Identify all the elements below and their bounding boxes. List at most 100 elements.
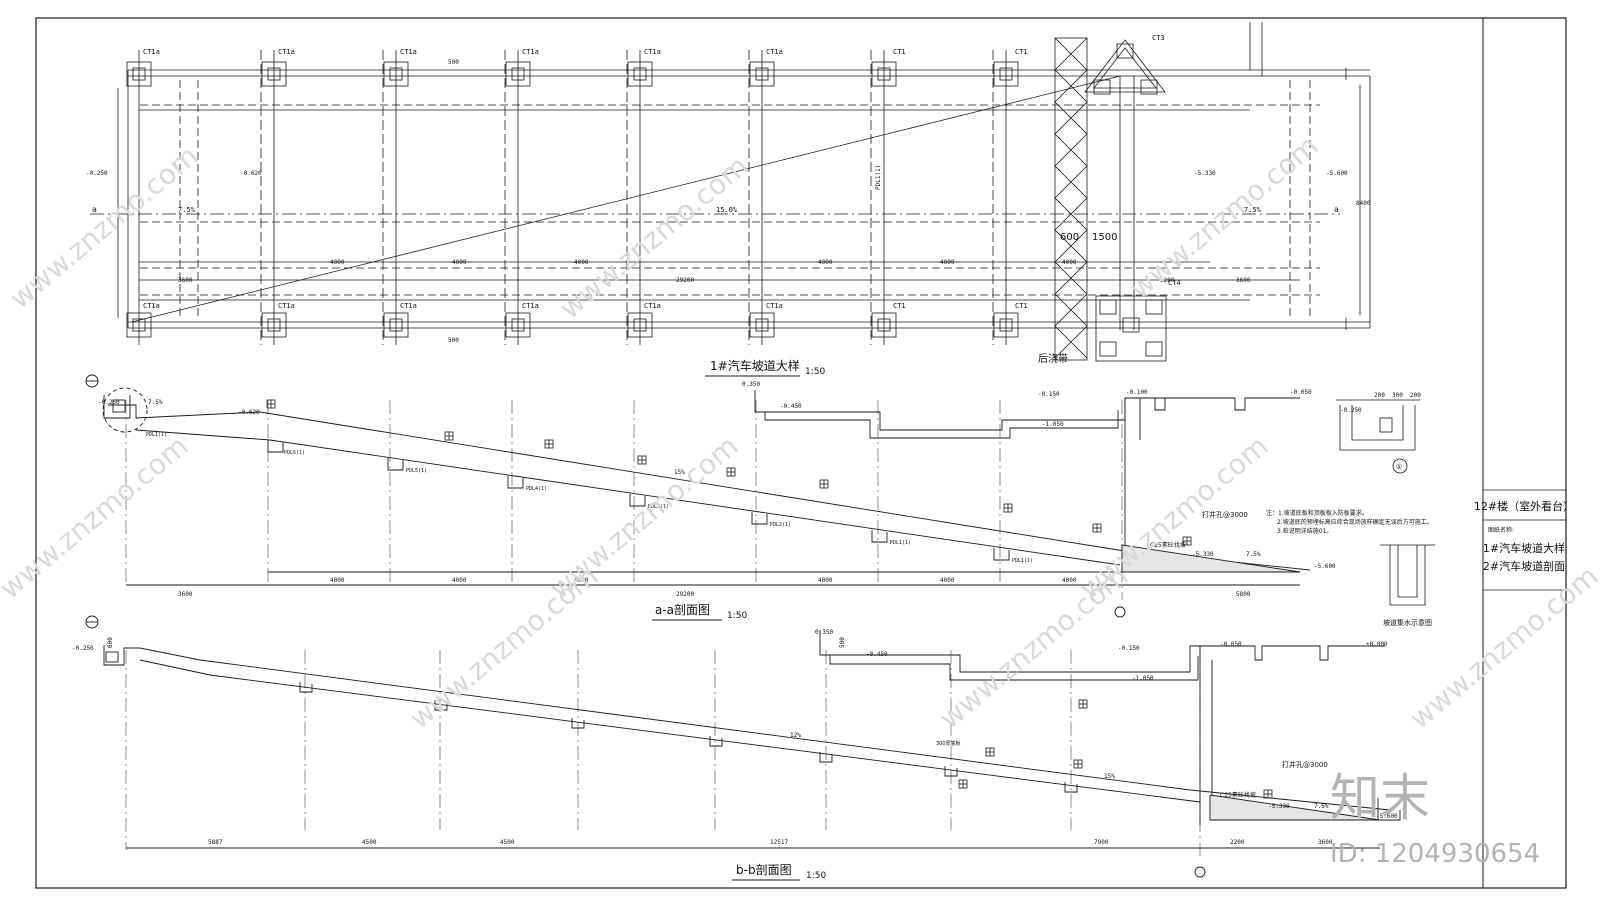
dim-label: 4000 [818, 577, 833, 584]
section-b-profile [85, 615, 1401, 878]
dim-label: 4000 [1062, 577, 1077, 584]
elev-label: -5.600 [1314, 563, 1336, 570]
dim-label: 5800 [1236, 591, 1251, 598]
plan-view [90, 22, 1371, 362]
section-b-scale: 1:50 [806, 871, 826, 881]
sump-caption: 坡道集水示意图 [1383, 618, 1432, 627]
watermark-site: www.znzmo.com [553, 149, 754, 325]
plan-title: 1#汽车坡道大样 [710, 358, 800, 373]
beam-label: PDL3(1) [648, 504, 669, 510]
cap-label: CT1a [143, 48, 160, 56]
cap-label: CT1a [644, 302, 661, 310]
end-dim-right: 3600 [1236, 277, 1251, 284]
section-a-pile-markers [266, 399, 1192, 546]
slope-label: 7.5% [148, 399, 163, 406]
elev-label: 0.350 [742, 381, 760, 388]
slope-label: 7.5% [1314, 803, 1329, 810]
plan-scale: 1:50 [805, 367, 825, 377]
sump-detail [1380, 544, 1435, 606]
dim-label: 5887 [208, 839, 223, 846]
elev-label: -1.050 [1042, 421, 1064, 428]
beam-label: PDL1(1) [890, 540, 911, 546]
slope-label: 15% [1104, 773, 1115, 780]
dim-label: 4500 [362, 839, 377, 846]
cap-label: CT1a [522, 302, 539, 310]
concrete-label: C25素砼找坡 [1220, 791, 1256, 799]
dim-label: 3600 [1318, 839, 1333, 846]
note-3: 3.桩说明详结施01。 [1277, 527, 1332, 535]
axis-a-right: a [1334, 205, 1339, 214]
elev-label: -0.050 [1290, 389, 1312, 396]
bay-dim: 4000 [818, 259, 833, 266]
dim-label: 4000 [574, 577, 589, 584]
section-b-title: b-b剖面图 [736, 863, 792, 877]
dim-label: 4000 [452, 577, 467, 584]
project-name: 12#楼（室外看台） [1474, 499, 1574, 513]
elev-end: -5.600 [1326, 170, 1348, 177]
section-a-scale: 1:50 [727, 611, 747, 621]
cap-label: CT1a [644, 48, 661, 56]
watermark-site: www.znzmo.com [0, 429, 194, 605]
dim-8400: 8400 [1356, 200, 1371, 207]
dim-label: 4000 [940, 577, 955, 584]
dim-label: 12517 [770, 839, 788, 846]
cap-label: CT1a [766, 302, 783, 310]
note-2: 2.坡道底的预埋标高应综合现场放样确定无误后方可施工。 [1277, 518, 1433, 526]
post-pour-strip: 后浇带 [1038, 352, 1068, 365]
bay-dim: 4000 [330, 259, 345, 266]
cap-label: CT1 [893, 48, 906, 56]
section-a-profile [85, 374, 1311, 618]
sheet-name-1: 1#汽车坡道大样 [1483, 541, 1565, 555]
beam-label: PDL1(1) [146, 432, 167, 438]
elev-label: -1.050 [1132, 675, 1154, 682]
detail-dim: 200 [1410, 392, 1421, 399]
plan-labels: CT1a CT1a CT1a CT1a CT1a CT1a CT1 CT1 CT… [86, 34, 1371, 377]
slope-label: 7.5% [1246, 551, 1261, 558]
elev-label: -0.620 [238, 409, 260, 416]
dim-label: 2200 [1230, 839, 1245, 846]
elev-label: ±0.000 [1366, 641, 1388, 648]
beam-label: PDL2(1) [770, 522, 791, 528]
dim-600: 600 [107, 637, 114, 648]
bay-dim: 4000 [574, 259, 589, 266]
sheet-name-2: 2#汽车坡道剖面 [1483, 559, 1565, 573]
cap-label: CT1a [400, 48, 417, 56]
dim-500: 500 [448, 59, 459, 66]
slope-right: 7.5% [1244, 206, 1262, 214]
dim-label: 3600 [178, 591, 193, 598]
elev-label: -0.100 [1126, 389, 1148, 396]
pile-note: 打井孔@3000 [1282, 760, 1328, 769]
section-a-labels: 7.5% 15% 7.5% -0.250 -0.620 0.350 -0.450… [98, 381, 1433, 621]
cap-label: CT1 [1015, 302, 1028, 310]
detail-dim: 200 [1374, 392, 1385, 399]
beam-label: PDL6(1) [284, 450, 305, 456]
slope-label: 15% [674, 469, 685, 476]
bay-dim: 4000 [1062, 259, 1077, 266]
elev-label: -0.250 [98, 399, 120, 406]
elev-label: -0.250 [72, 645, 94, 652]
watermark-site: www.znzmo.com [1403, 559, 1600, 735]
title-block: 12#楼（室外看台） 图纸名称: 1#汽车坡道大样 2#汽车坡道剖面 [1474, 489, 1574, 591]
cap-label-ct4: CT4 [1168, 279, 1181, 287]
dim-600: 600 [1060, 232, 1079, 243]
watermark-site: www.znzmo.com [3, 139, 204, 315]
cap-label: CT1a [143, 302, 160, 310]
beam-label: PDL5(1) [406, 468, 427, 474]
cap-label: CT1a [766, 48, 783, 56]
cap-label: CT1a [400, 302, 417, 310]
detail-elev: -0.250 [1340, 407, 1362, 414]
dim-label: 4000 [330, 577, 345, 584]
cap-label-ct3: CT3 [1152, 34, 1165, 42]
elev-label: -0.150 [1038, 391, 1060, 398]
bay-dim: 4000 [940, 259, 955, 266]
cap-label: CT1a [278, 48, 295, 56]
section-b-labels: 12% 15% 7.5% -0.250 0.350 -0.450 -0.150 … [72, 629, 1398, 881]
total-dim: 29200 [676, 591, 694, 598]
elev-label: -5.600 [1376, 813, 1398, 820]
cap-label: CT1 [893, 302, 906, 310]
detail-1 [1336, 399, 1420, 474]
detail-dim: 300 [1392, 392, 1403, 399]
total-dim: 29200 [676, 277, 694, 284]
beam-label: PDL1(1) [875, 165, 882, 190]
